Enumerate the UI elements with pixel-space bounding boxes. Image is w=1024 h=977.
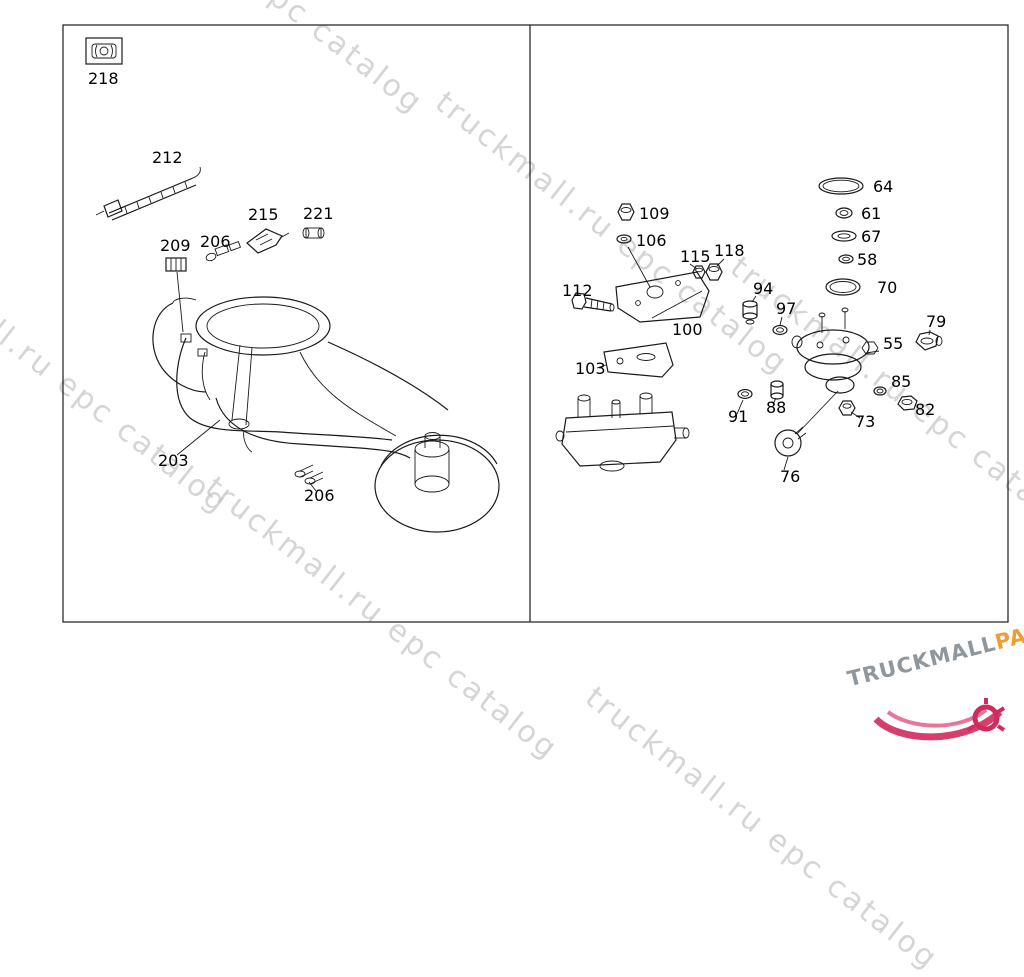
part-label-109: 109 — [639, 204, 670, 223]
part-label-70: 70 — [877, 278, 897, 297]
part-97-washer — [772, 316, 788, 336]
part-206-lower-studs — [294, 464, 324, 492]
part-label-112: 112 — [562, 281, 593, 300]
part-215-sensor-plug — [246, 228, 290, 254]
part-64-oring — [818, 177, 864, 195]
part-label-55: 55 — [883, 334, 903, 353]
part-label-118: 118 — [714, 241, 745, 260]
part-label-94: 94 — [753, 279, 773, 298]
part-55-valve-body — [791, 307, 880, 394]
part-label-64: 64 — [873, 177, 893, 196]
part-85-washer — [873, 386, 887, 396]
part-109-nut — [617, 203, 651, 288]
part-103-plate — [596, 342, 674, 378]
part-label-218: 218 — [88, 69, 119, 88]
part-209-clip — [165, 257, 187, 333]
part-label-203: 203 — [158, 451, 189, 470]
part-82-plug — [897, 395, 918, 411]
part-label-88: 88 — [766, 398, 786, 417]
relay-valve-drawing — [555, 392, 690, 472]
part-112-bolt — [571, 292, 615, 312]
part-76-wrench — [774, 390, 839, 471]
part-label-82: 82 — [915, 400, 935, 419]
part-label-212: 212 — [152, 148, 183, 167]
part-label-91: 91 — [728, 407, 748, 426]
part-label-221: 221 — [303, 204, 334, 223]
part-label-85: 85 — [891, 372, 911, 391]
part-label-103: 103 — [575, 359, 606, 378]
part-91-washer — [736, 388, 753, 415]
part-label-58: 58 — [857, 250, 877, 269]
part-61-ring — [835, 207, 853, 219]
part-100-bracket — [615, 271, 710, 323]
part-115-nut — [689, 263, 706, 279]
part-118-nut — [705, 258, 725, 281]
part-58-ring — [838, 254, 854, 264]
right-panel-valve-assembly: 109 106 115 118 112 — [555, 177, 946, 486]
brake-wear-indicator-icon — [85, 37, 123, 65]
part-label-73: 73 — [855, 412, 875, 431]
part-label-67: 67 — [861, 227, 881, 246]
panel-borders — [62, 24, 1009, 623]
part-73-nut — [838, 400, 861, 419]
part-label-215: 215 — [248, 205, 279, 224]
part-label-76: 76 — [780, 467, 800, 486]
part-label-97: 97 — [776, 299, 796, 318]
axle-housing-drawing — [152, 296, 500, 533]
part-203-sensor-cable — [176, 333, 397, 456]
part-67-washer — [831, 230, 857, 242]
part-label-106: 106 — [636, 231, 667, 250]
parts-diagram: 218 212 209 — [62, 24, 1009, 623]
logo-swoosh-gear-icon — [873, 698, 1006, 741]
part-label-79: 79 — [926, 312, 946, 331]
left-panel-axle-assembly: 218 212 209 — [85, 37, 500, 533]
part-label-206a: 206 — [200, 232, 231, 251]
part-88-fitting — [770, 380, 784, 405]
part-79-fitting — [915, 329, 943, 351]
part-label-100: 100 — [672, 320, 703, 339]
part-212-cable-tie — [95, 166, 201, 221]
part-label-209: 209 — [160, 236, 191, 255]
part-70-diaphragm — [825, 278, 861, 296]
part-label-61: 61 — [861, 204, 881, 223]
part-106-washer — [616, 234, 632, 244]
part-label-206b: 206 — [304, 486, 335, 505]
part-label-115: 115 — [680, 247, 711, 266]
part-206-upper-connector — [205, 241, 242, 262]
part-94-fitting — [742, 295, 758, 325]
part-221-bushing — [302, 227, 325, 239]
